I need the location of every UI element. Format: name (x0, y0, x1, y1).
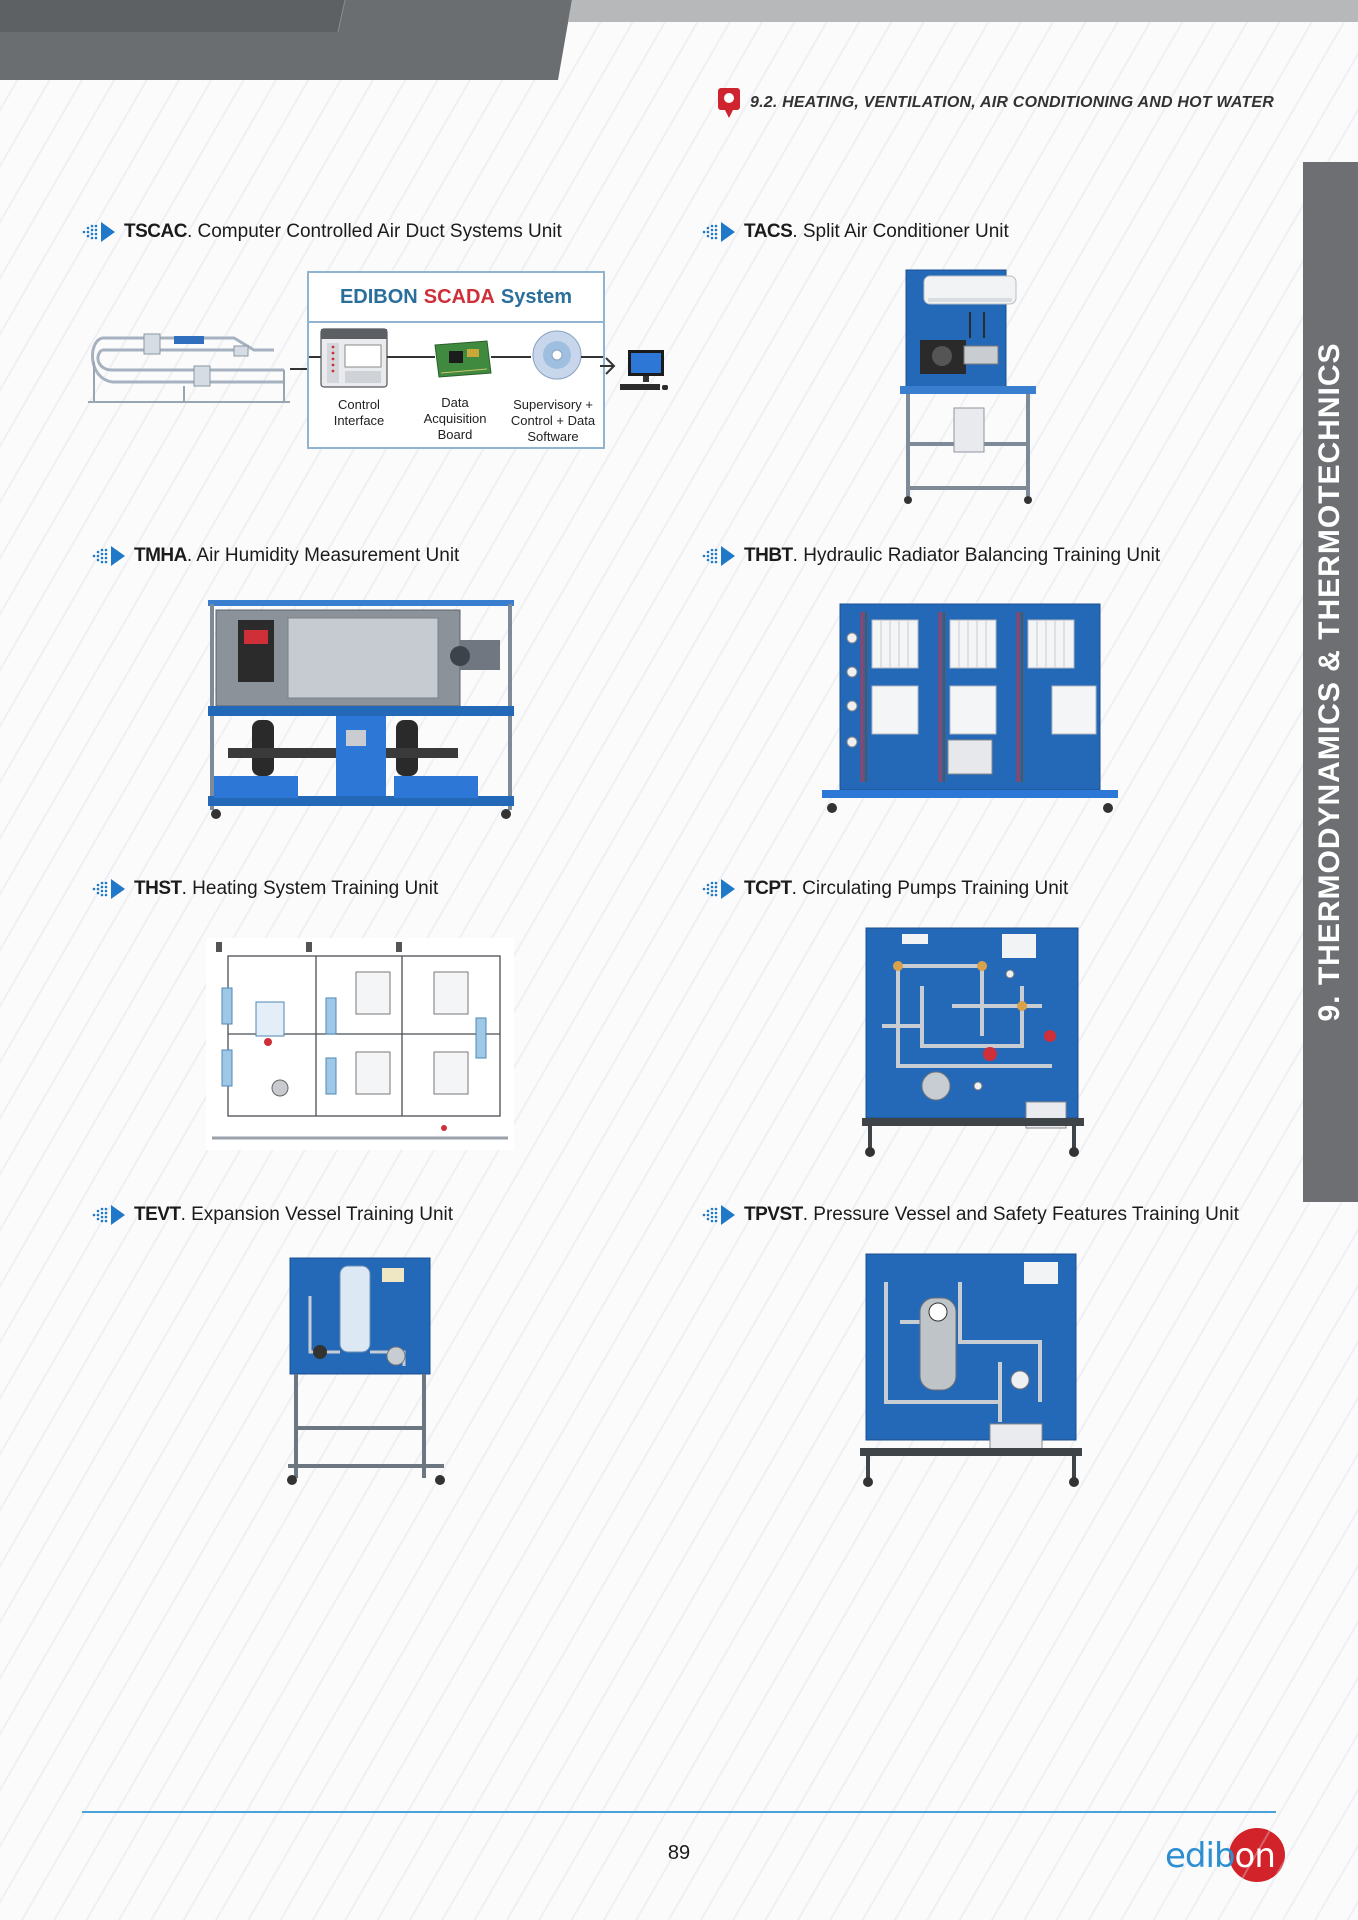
chapter-tab (1303, 162, 1358, 1202)
caption-line: Board (437, 427, 473, 442)
item-separator: . (792, 221, 803, 242)
item-separator: . (802, 1204, 814, 1225)
caption-line: Acquisition (423, 411, 487, 426)
circulating-pumps-unit-image (862, 927, 1084, 1157)
bullet-arrow-icon (702, 546, 735, 566)
item-code: TMHA (134, 545, 187, 566)
caption-line: Supervisory + (513, 397, 593, 412)
item-code: THBT (744, 545, 793, 566)
top-banner (0, 0, 1358, 80)
caption-line: Interface (333, 413, 385, 428)
footer-divider (82, 1811, 1276, 1813)
split-air-conditioner-image (900, 269, 1036, 504)
item-name: Pressure Vessel and Safety Features Trai… (813, 1204, 1239, 1225)
item-separator: . (791, 878, 803, 899)
scada-chain (309, 328, 603, 388)
item-name: Air Humidity Measurement Unit (196, 545, 460, 566)
item-separator: . (180, 1204, 192, 1225)
connector-line (290, 368, 310, 370)
caption-line: Software (527, 429, 579, 444)
item-code: TCPT (744, 878, 792, 899)
heating-system-schematic-image (206, 938, 514, 1150)
item-name: Computer Controlled Air Duct Systems Uni… (197, 221, 562, 242)
scada-caption-control: Control Interface (319, 397, 399, 429)
scada-title: EDIBON SCADA System (309, 273, 603, 323)
item-title-tmha[interactable]: TMHA. Air Humidity Measurement Unit (92, 545, 459, 567)
item-code: THST (134, 878, 182, 899)
caption-line: Control + Data (510, 413, 596, 428)
edibon-logo: edibon (1165, 1828, 1285, 1882)
logo-text-right: on (1228, 1828, 1285, 1882)
caption-line: Control (338, 397, 380, 412)
item-code: TSCAC (124, 221, 187, 242)
item-code: TPVST (744, 1204, 803, 1225)
item-title-thbt[interactable]: THBT. Hydraulic Radiator Balancing Train… (702, 545, 1160, 567)
scada-title-system: System (500, 285, 573, 308)
item-code: TACS (744, 221, 793, 242)
item-name: Split Air Conditioner Unit (802, 221, 1009, 242)
item-title-tcpt[interactable]: TCPT. Circulating Pumps Training Unit (702, 878, 1068, 900)
item-title-tpvst[interactable]: TPVST. Pressure Vessel and Safety Featur… (702, 1204, 1239, 1226)
computer-monitor-icon (600, 350, 668, 390)
bullet-arrow-icon (92, 546, 125, 566)
bullet-arrow-icon (92, 1205, 125, 1225)
air-duct-unit-image (88, 333, 290, 403)
item-separator: . (186, 545, 197, 566)
data-acquisition-board-icon (434, 340, 492, 378)
item-name: Heating System Training Unit (192, 878, 439, 899)
expansion-vessel-unit-image (287, 1257, 445, 1485)
bullet-arrow-icon (702, 1205, 735, 1225)
bullet-arrow-icon (92, 879, 125, 899)
section-header: 9.2. HEATING, VENTILATION, AIR CONDITION… (718, 88, 1274, 118)
item-name: Expansion Vessel Training Unit (191, 1204, 454, 1225)
item-separator: . (181, 878, 193, 899)
location-pin-icon (718, 88, 740, 118)
scada-caption-software: Supervisory + Control + Data Software (505, 397, 601, 445)
item-code: TEVT (134, 1204, 181, 1225)
air-humidity-unit-image (208, 600, 514, 819)
control-interface-icon (320, 328, 388, 388)
logo-text-left: edib (1165, 1836, 1236, 1876)
software-cd-icon (532, 330, 582, 380)
item-title-thst[interactable]: THST. Heating System Training Unit (92, 878, 438, 900)
scada-title-brand: EDIBON (339, 285, 418, 308)
radiator-balancing-unit-image (822, 603, 1118, 813)
bullet-arrow-icon (702, 879, 735, 899)
item-separator: . (186, 221, 198, 242)
bullet-arrow-icon (82, 222, 115, 242)
page-number: 89 (667, 1842, 691, 1864)
item-title-tscac[interactable]: TSCAC. Computer Controlled Air Duct Syst… (82, 221, 562, 243)
chapter-tab-label: 9. THERMODYNAMICS & THERMOTECHNICS (1313, 342, 1346, 1022)
caption-line: Data (441, 395, 469, 410)
section-title: 9.2. HEATING, VENTILATION, AIR CONDITION… (750, 94, 1274, 111)
scada-caption-board: Data Acquisition Board (415, 395, 495, 443)
item-separator: . (792, 545, 804, 566)
bullet-arrow-icon (702, 222, 735, 242)
item-name: Circulating Pumps Training Unit (802, 878, 1069, 899)
item-title-tacs[interactable]: TACS. Split Air Conditioner Unit (702, 221, 1009, 243)
scada-title-scada: SCADA (423, 285, 495, 308)
scada-diagram: EDIBON SCADA System Control Int (307, 271, 605, 449)
pressure-vessel-unit-image (860, 1253, 1082, 1487)
item-name: Hydraulic Radiator Balancing Training Un… (803, 545, 1161, 566)
item-title-tevt[interactable]: TEVT. Expansion Vessel Training Unit (92, 1204, 453, 1226)
